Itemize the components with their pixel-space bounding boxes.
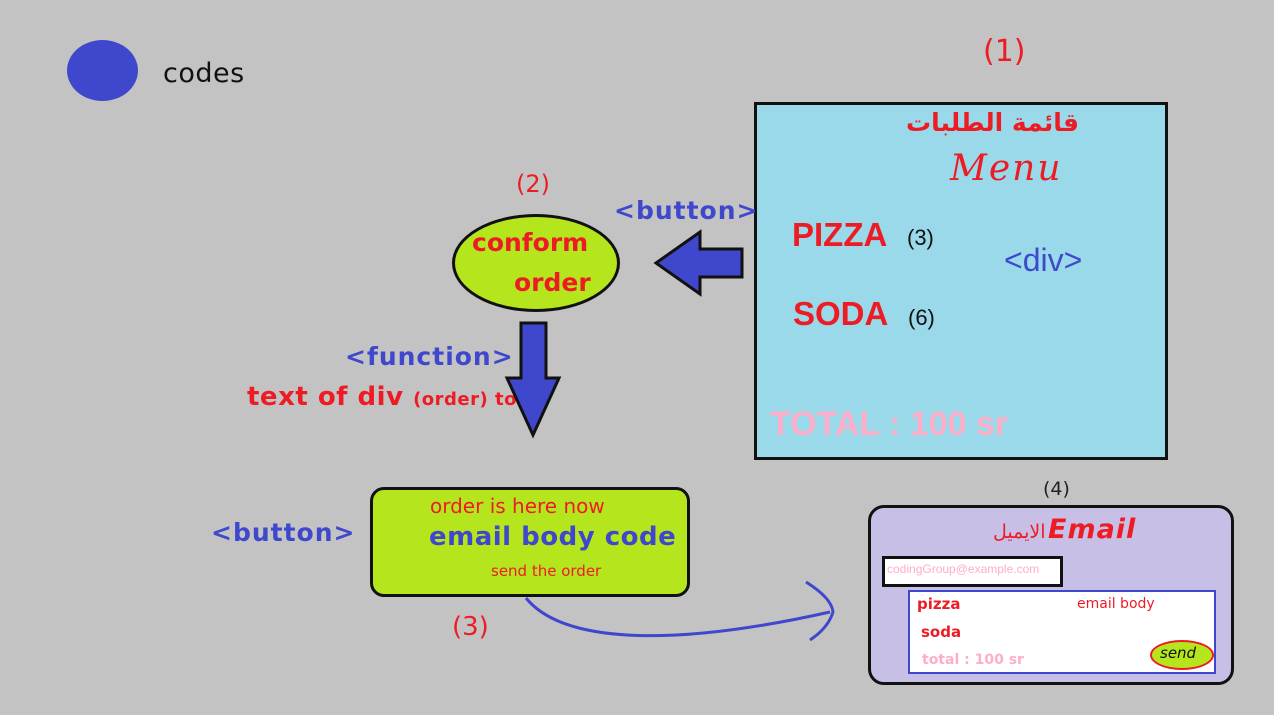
function-tag-label: <function>: [345, 342, 514, 371]
code-box-line-2: email body code: [429, 522, 677, 552]
email-address-text: codingGroup@example.com: [887, 562, 1040, 576]
arrow-down-icon: [504, 321, 562, 439]
menu-title-arabic: قائمة الطلبات: [906, 108, 1079, 137]
menu-item-soda: SODA: [793, 295, 889, 332]
email-title-english: Email: [1048, 514, 1137, 545]
email-body-soda: soda: [921, 623, 962, 641]
code-box-line-3: send the order: [491, 562, 602, 580]
menu-title-english: Menu: [950, 148, 1063, 189]
code-box-line-1: order is here now: [430, 494, 605, 518]
arrow-curve-head-icon: [805, 580, 835, 642]
legend-swatch: [67, 40, 138, 101]
step-label-3: (3): [452, 612, 489, 642]
menu-total: TOTAL : 100 sr: [770, 405, 1009, 443]
function-description-small: (order) to: [413, 389, 517, 410]
legend-label: codes: [163, 58, 245, 89]
send-button[interactable]: [1150, 640, 1214, 670]
div-tag-label: <div>: [1004, 242, 1083, 278]
send-button-label: send: [1160, 644, 1197, 662]
step-label-1: (1): [983, 34, 1026, 69]
function-description-main: text of div: [247, 382, 404, 412]
button-tag-label: <button>: [614, 196, 759, 225]
email-title-arabic: الايميل: [993, 521, 1046, 543]
menu-item-soda-qty: (6): [908, 305, 935, 330]
function-description: text of div (order) to: [247, 382, 517, 412]
email-body-total: total : 100 sr: [922, 652, 1024, 668]
menu-item-pizza-qty: (3): [907, 225, 934, 250]
button-tag-label-2: <button>: [211, 518, 356, 547]
confirm-order-label-1: conform: [472, 228, 589, 257]
email-body-pizza: pizza: [917, 595, 961, 613]
arrow-curve-icon: [524, 597, 831, 638]
menu-div-box: [754, 102, 1168, 460]
email-body-label: email body: [1077, 596, 1155, 612]
email-body-code-button[interactable]: [370, 487, 690, 597]
arrow-left-icon: [653, 229, 744, 297]
email-address-input[interactable]: [882, 556, 1063, 587]
confirm-order-label-2: order: [514, 268, 591, 297]
confirm-order-button[interactable]: [452, 214, 620, 312]
step-label-2: (2): [516, 170, 550, 198]
step-label-4: (4): [1043, 478, 1070, 500]
menu-item-pizza: PIZZA: [792, 216, 888, 253]
